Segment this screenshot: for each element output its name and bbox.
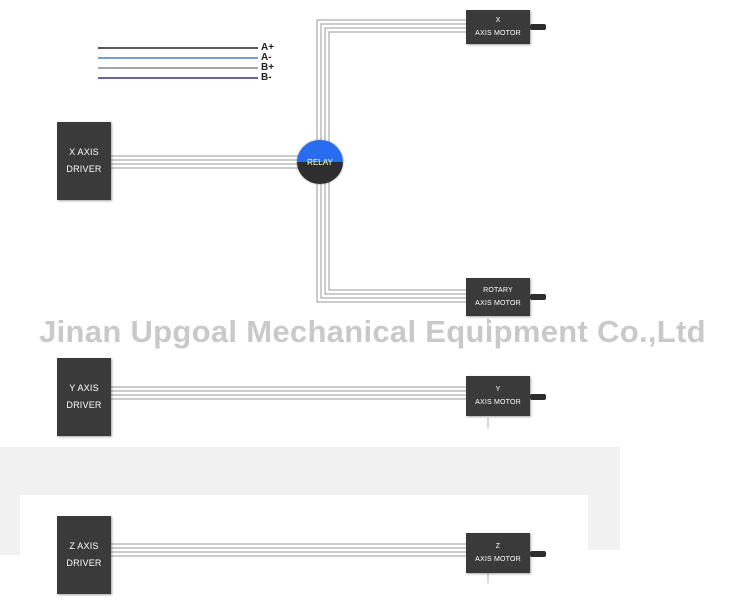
- relay-node: RELAY: [297, 140, 343, 184]
- legend-label-a-minus: A-: [261, 52, 272, 63]
- rotary-axis-motor-shaft: [530, 294, 546, 300]
- background-band-right: [588, 495, 620, 550]
- z-axis-motor: Z AXIS MOTOR: [466, 533, 530, 573]
- z-axis-motor-line1: Z: [495, 543, 501, 550]
- rotary-axis-motor: ROTARY AXIS MOTOR: [466, 278, 530, 316]
- y-axis-motor-shaft: [530, 394, 546, 400]
- z-axis-motor-line2: AXIS MOTOR: [475, 556, 521, 563]
- x-axis-motor-shaft: [530, 24, 546, 30]
- z-axis-driver-line2: DRIVER: [66, 558, 102, 568]
- y-axis-driver: Y AXIS DRIVER: [57, 358, 111, 436]
- y-axis-motor-line1: Y: [495, 386, 501, 393]
- z-axis-driver: Z AXIS DRIVER: [57, 516, 111, 594]
- x-axis-motor-line1: X: [495, 17, 501, 24]
- x-axis-driver: X AXIS DRIVER: [57, 122, 111, 200]
- y-axis-driver-line2: DRIVER: [66, 400, 102, 410]
- cable-relay-rotary-motor: [316, 182, 466, 303]
- x-axis-motor-line2: AXIS MOTOR: [475, 30, 521, 37]
- legend-label-b-plus: B+: [261, 62, 275, 73]
- y-axis-motor: Y AXIS MOTOR: [466, 376, 530, 416]
- rotary-axis-motor-line2: AXIS MOTOR: [475, 300, 521, 307]
- relay-label: RELAY: [307, 157, 333, 167]
- rotary-axis-motor-line1: ROTARY: [483, 287, 513, 294]
- legend-lines: [98, 47, 258, 79]
- z-axis-driver-line1: Z AXIS: [69, 541, 99, 551]
- cable-y-driver-motor: [111, 386, 466, 400]
- x-axis-driver-line1: X AXIS: [69, 147, 99, 157]
- x-axis-motor: X AXIS MOTOR: [466, 10, 530, 44]
- cable-relay-x-motor: [316, 19, 466, 142]
- legend-label-b-minus: B-: [261, 72, 272, 83]
- y-axis-driver-line1: Y AXIS: [69, 383, 99, 393]
- cable-x-driver-relay: [111, 155, 300, 169]
- z-axis-motor-shaft: [530, 551, 546, 557]
- x-axis-driver-line2: DRIVER: [66, 164, 102, 174]
- cable-z-driver-motor: [111, 543, 466, 557]
- background-band: [0, 447, 620, 495]
- company-watermark: Jinan Upgoal Mechanical Equipment Co.,Lt…: [39, 314, 706, 349]
- background-band-left: [0, 495, 20, 555]
- legend-label-a-plus: A+: [261, 42, 275, 53]
- y-axis-motor-line2: AXIS MOTOR: [475, 399, 521, 406]
